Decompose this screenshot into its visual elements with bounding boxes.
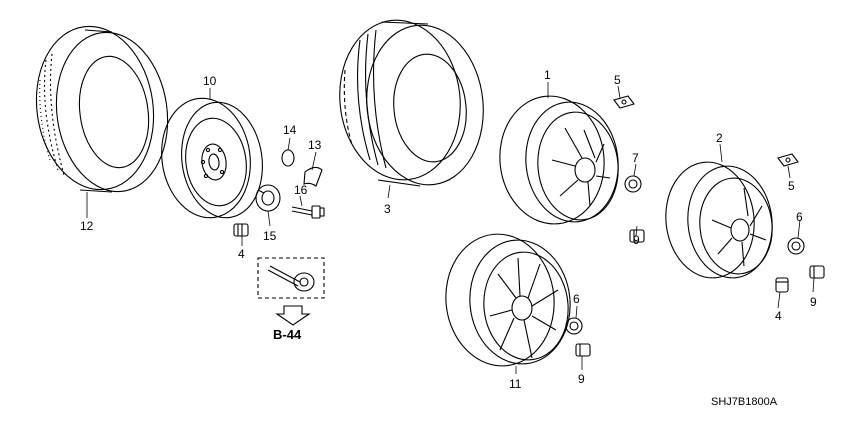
- callout-9-right: 9: [810, 295, 817, 309]
- bolt-part-16: [292, 206, 324, 218]
- callout-1: 1: [544, 68, 551, 82]
- callout-4-right: 4: [775, 309, 782, 323]
- callout-14: 14: [283, 123, 297, 137]
- callout-labels: 1 2 3 4 4 5 5 6 6 7 9 9 9 10 11 12 13 14…: [80, 68, 817, 391]
- drawing-code: SHJ7B1800A: [711, 396, 778, 408]
- callout-11: 11: [509, 377, 522, 391]
- callout-6-right: 6: [796, 210, 803, 224]
- valve-part-5-right: [778, 154, 798, 166]
- sticker-part-13: [304, 167, 322, 186]
- steel-wheel-part-10: [154, 92, 270, 223]
- lug-nut-part-4-right: [776, 278, 788, 292]
- lug-nut-part-4-left: [234, 224, 248, 236]
- callout-13: 13: [308, 138, 322, 152]
- alloy-wheel-part-1: [494, 91, 624, 229]
- alloy-wheel-part-11: [439, 229, 576, 372]
- callout-7: 7: [632, 151, 639, 165]
- nut-part-6-bottom: [566, 318, 582, 334]
- leader-lines: [86, 82, 815, 374]
- tire-part-12: [26, 19, 177, 199]
- callout-4-left: 4: [238, 247, 245, 261]
- callout-15: 15: [263, 229, 277, 243]
- callout-9-middle: 9: [633, 233, 640, 247]
- valve-part-5-upper: [614, 96, 634, 108]
- reference-label: B-44: [273, 327, 302, 342]
- lug-nut-part-9-right: [810, 266, 824, 278]
- callout-10: 10: [203, 74, 217, 88]
- nut-part-7: [625, 176, 641, 192]
- nut-part-6-right: [788, 238, 804, 254]
- callout-2: 2: [716, 131, 723, 145]
- cap-part-14: [282, 150, 294, 166]
- reference-box: [258, 258, 324, 325]
- callout-6-bottom: 6: [573, 292, 580, 306]
- center-cap-part-15: [256, 185, 280, 211]
- alloy-wheel-part-2: [660, 158, 777, 283]
- callout-16: 16: [294, 183, 308, 197]
- lug-nut-part-9-bottom: [576, 344, 590, 356]
- tire-part-3: [332, 14, 491, 190]
- callout-12: 12: [80, 219, 94, 233]
- callout-5-upper: 5: [614, 73, 621, 87]
- callout-3: 3: [384, 202, 391, 216]
- callout-5-right: 5: [788, 179, 795, 193]
- callout-9-bottom: 9: [578, 372, 585, 386]
